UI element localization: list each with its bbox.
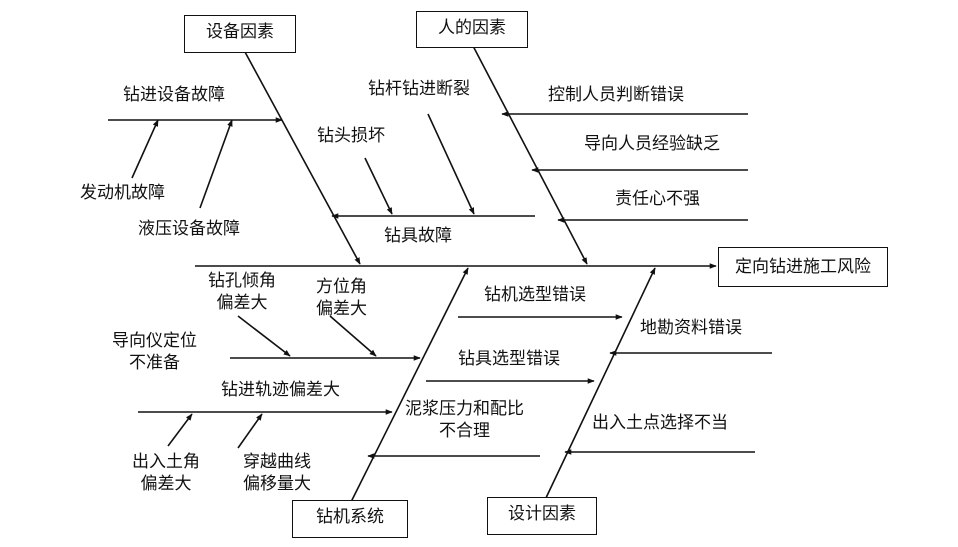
- bone-hole-inclination: [237, 315, 291, 357]
- bone-entry-angle: [167, 413, 193, 447]
- cause-engine-failure: 发动机故障: [80, 183, 165, 203]
- cause-trajectory-deviation: 钻进轨迹偏差大: [221, 380, 340, 400]
- bone-hydraulic-failure: [199, 119, 233, 209]
- cause-hydraulic-failure: 液压设备故障: [138, 219, 240, 239]
- cause-entry-angle-deviation: 出入土角 偏差大: [132, 452, 200, 494]
- cause-hole-inclination-deviation: 钻孔倾角 偏差大: [208, 271, 276, 313]
- bone-equipment: [244, 51, 361, 265]
- cause-tool-failure: 钻具故障: [384, 226, 452, 246]
- bone-curve-offset: [237, 413, 263, 449]
- cause-mud-pressure: 泥浆压力和配比 不合理: [405, 399, 524, 441]
- cause-drill-rod-break: 钻杆钻进断裂: [368, 79, 470, 99]
- effect-box: 定向钻进施工风险: [718, 247, 888, 287]
- bone-human: [471, 43, 588, 265]
- cause-rig-selection-error: 钻机选型错误: [484, 285, 586, 305]
- bone-drill-system: [349, 267, 469, 505]
- cause-guide-positioning: 导向仪定位 不准备: [112, 331, 197, 373]
- cause-guide-inexperience: 导向人员经验缺乏: [584, 134, 720, 154]
- cause-tool-selection-error: 钻具选型错误: [458, 349, 560, 369]
- bone-drill-rod-break: [427, 113, 475, 215]
- cause-azimuth-deviation: 方位角 偏差大: [316, 277, 367, 319]
- cause-curve-offset: 穿越曲线 偏移量大: [243, 452, 311, 494]
- cause-bit-damage: 钻头损坏: [317, 126, 385, 146]
- category-equipment-box: 设备因素: [184, 15, 296, 53]
- category-drill-system-box: 钻机系统: [292, 500, 408, 538]
- bone-engine-failure: [131, 119, 159, 179]
- bone-bit-damage: [364, 157, 393, 215]
- bone-azimuth: [329, 315, 377, 357]
- cause-weak-responsibility: 责任心不强: [615, 189, 700, 209]
- category-human-box: 人的因素: [416, 11, 528, 48]
- category-design-box: 设计因素: [487, 497, 597, 535]
- cause-drilling-equipment-failure: 钻进设备故障: [123, 85, 225, 105]
- cause-control-misjudgment: 控制人员判断错误: [548, 85, 684, 105]
- cause-survey-data-error: 地勘资料错误: [640, 318, 742, 338]
- cause-entry-exit-point: 出入土点选择不当: [592, 413, 728, 433]
- bone-design: [544, 267, 656, 501]
